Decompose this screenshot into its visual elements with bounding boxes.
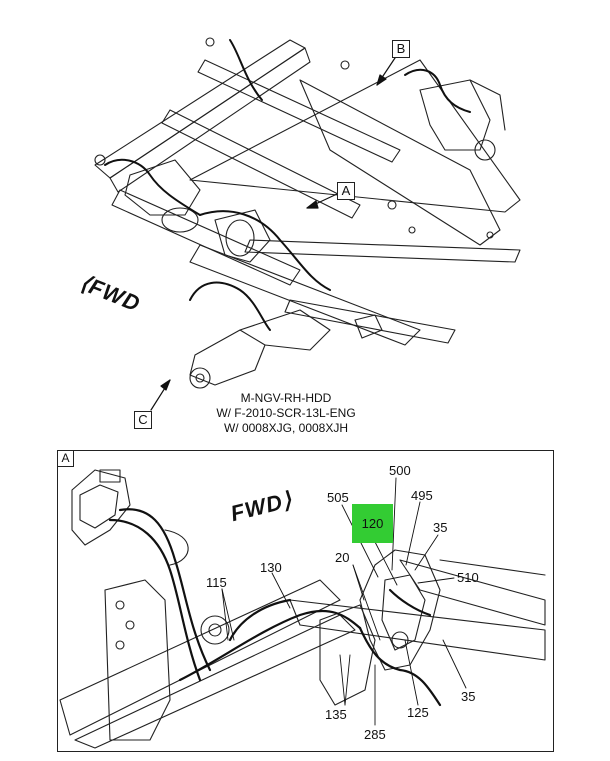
callout-c[interactable]: C bbox=[134, 411, 152, 429]
caption-line-3: W/ 0008XJG, 0008XJH bbox=[223, 421, 349, 435]
part-285[interactable]: 285 bbox=[364, 727, 386, 742]
part-125[interactable]: 125 bbox=[407, 705, 429, 720]
highlighted-part-120[interactable]: 120 bbox=[352, 504, 393, 543]
assembly-caption: M-NGV-RH-HDD W/ F-2010-SCR-13L-ENG W/ 00… bbox=[196, 391, 376, 436]
part-510[interactable]: 510 bbox=[457, 570, 479, 585]
part-130[interactable]: 130 bbox=[260, 560, 282, 575]
part-20[interactable]: 20 bbox=[335, 550, 350, 565]
part-35-bottom[interactable]: 35 bbox=[461, 689, 476, 704]
caption-line-1: M-NGV-RH-HDD bbox=[240, 391, 332, 405]
detail-view-frame bbox=[57, 450, 554, 752]
part-115[interactable]: 115 bbox=[206, 575, 227, 590]
part-505[interactable]: 505 bbox=[327, 490, 349, 505]
detail-view-label: A bbox=[57, 450, 74, 467]
caption-line-2: W/ F-2010-SCR-13L-ENG bbox=[216, 406, 356, 420]
part-500[interactable]: 500 bbox=[389, 463, 411, 478]
callout-b[interactable]: B bbox=[392, 40, 410, 58]
part-35-top[interactable]: 35 bbox=[433, 520, 448, 535]
part-135[interactable]: 135 bbox=[325, 707, 347, 722]
callout-a[interactable]: A bbox=[337, 182, 355, 200]
part-495[interactable]: 495 bbox=[411, 488, 433, 503]
